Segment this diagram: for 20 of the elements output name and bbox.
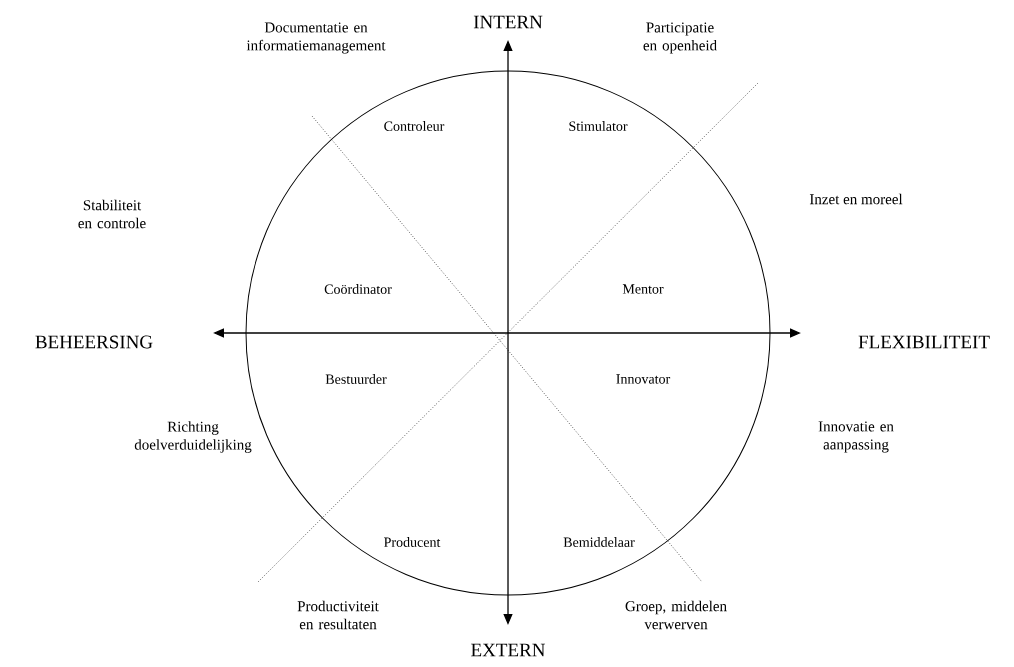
quadrant-label: Documentatie en informatiemanagement (246, 22, 386, 54)
role-label: Stimulator (569, 121, 628, 131)
role-label: Controleur (384, 121, 445, 131)
axis-label: INTERN (473, 15, 543, 29)
quadrant-label: Innovatie en aanpassing (818, 421, 894, 453)
axis-label: EXTERN (471, 643, 546, 657)
quadrant-label: Groep, middelen verwerven (625, 600, 727, 630)
quadrant-label: Richting doelverduidelijking (134, 421, 252, 453)
role-label: Coördinator (324, 284, 392, 294)
role-label: Innovator (616, 374, 671, 384)
role-label: Bemiddelaar (563, 537, 635, 547)
quadrant-label: Productiviteit en resultaten (297, 600, 379, 630)
axis-label: FLEXIBILITEIT (858, 335, 990, 349)
quadrant-label: Participatie en openheid (643, 22, 717, 54)
role-label: Bestuurder (325, 374, 387, 384)
quadrant-label: Inzet en moreel (809, 193, 903, 205)
role-label: Producent (384, 537, 441, 547)
quadrant-label: Stabiliteit en controle (78, 199, 146, 229)
role-label: Mentor (622, 284, 664, 294)
axis-label: BEHEERSING (35, 335, 153, 349)
